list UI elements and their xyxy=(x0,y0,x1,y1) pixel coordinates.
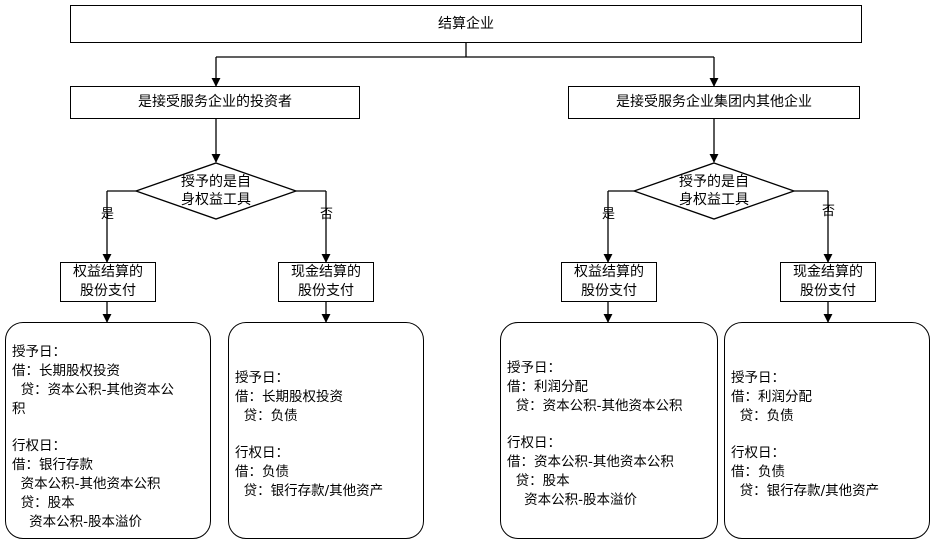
root-node: 结算企业 xyxy=(70,5,862,43)
entry-line: 贷：负债 xyxy=(731,408,794,424)
entry-line: 资本公积-股本溢价 xyxy=(507,492,638,508)
entry-line: 行权日： xyxy=(12,438,66,454)
entry-line: 贷：资本公积-其他资本公 xyxy=(12,382,174,398)
entry-line: 借：长期股权投资 xyxy=(235,389,343,405)
entry-line: 贷：银行存款/其他资产 xyxy=(731,483,880,499)
left-header-label: 是接受服务企业的投资者 xyxy=(138,94,292,110)
entry-line: 借：负债 xyxy=(235,464,289,480)
left-header-node: 是接受服务企业的投资者 xyxy=(70,86,360,119)
right-header-node: 是接受服务企业集团内其他企业 xyxy=(568,86,860,119)
entry-line: 资本公积-股本溢价 xyxy=(12,514,143,530)
entry-line: 授予日： xyxy=(235,370,289,386)
entry-line: 借：资本公积-其他资本公积 xyxy=(507,454,674,470)
right-cash-line-2: 股份支付 xyxy=(800,283,856,299)
entry-line: 借：利润分配 xyxy=(731,389,812,405)
entry-line: 借：负债 xyxy=(731,464,785,480)
left-decision-diamond xyxy=(134,162,298,220)
entry-line: 授予日： xyxy=(731,370,785,386)
entry-line: 贷：负债 xyxy=(235,408,298,424)
entry-line: 行权日： xyxy=(507,435,561,451)
right-decision-text: 授予的是自 身权益工具 xyxy=(654,173,774,209)
right-decision-diamond xyxy=(632,162,796,220)
left-decision-text: 授予的是自 身权益工具 xyxy=(156,173,276,209)
right-equity-line-2: 股份支付 xyxy=(581,283,637,299)
left-cash-settlement-node: 现金结算的 股份支付 xyxy=(278,262,374,302)
right-cash-line-1: 现金结算的 xyxy=(793,264,863,280)
left-decision-line-1: 授予的是自 xyxy=(181,174,251,190)
entry-line: 贷：资本公积-其他资本公积 xyxy=(507,398,683,414)
entry-line: 借：银行存款 xyxy=(12,457,93,473)
right-header-label: 是接受服务企业集团内其他企业 xyxy=(616,94,812,110)
right-decision-line-2: 身权益工具 xyxy=(679,192,749,208)
left-decision-line-2: 身权益工具 xyxy=(181,192,251,208)
entry-line: 行权日： xyxy=(235,445,289,461)
right-cash-settlement-node: 现金结算的 股份支付 xyxy=(780,262,876,302)
entry-line: 积 xyxy=(12,401,26,417)
left-equity-line-1: 权益结算的 xyxy=(73,264,143,280)
left-no-label: 否 xyxy=(320,207,334,222)
right-cash-entries: 授予日： 借：利润分配 贷：负债 行权日： 借：负债 贷：银行存款/其他资产 xyxy=(724,322,930,539)
entry-line: 借：利润分配 xyxy=(507,379,588,395)
left-equity-entries: 授予日： 借：长期股权投资 贷：资本公积-其他资本公 积 行权日： 借：银行存款… xyxy=(5,322,211,539)
entry-line: 行权日： xyxy=(731,445,785,461)
entry-line: 借：长期股权投资 xyxy=(12,363,120,379)
entry-line: 贷：股本 xyxy=(12,495,75,511)
right-equity-entries: 授予日： 借：利润分配 贷：资本公积-其他资本公积 行权日： 借：资本公积-其他… xyxy=(500,322,718,539)
left-equity-settlement-node: 权益结算的 股份支付 xyxy=(60,262,156,302)
right-no-label: 否 xyxy=(822,204,836,219)
entry-line: 授予日： xyxy=(507,360,561,376)
left-equity-line-2: 股份支付 xyxy=(80,283,136,299)
left-cash-entries: 授予日： 借：长期股权投资 贷：负债 行权日： 借：负债 贷：银行存款/其他资产 xyxy=(228,322,424,539)
right-decision-line-1: 授予的是自 xyxy=(679,174,749,190)
left-cash-line-1: 现金结算的 xyxy=(291,264,361,280)
right-yes-label: 是 xyxy=(602,207,616,222)
entry-line: 授予日： xyxy=(12,344,66,360)
root-label: 结算企业 xyxy=(438,15,494,32)
entry-line: 贷：银行存款/其他资产 xyxy=(235,483,384,499)
right-equity-line-1: 权益结算的 xyxy=(574,264,644,280)
left-cash-line-2: 股份支付 xyxy=(298,283,354,299)
entry-line: 贷：股本 xyxy=(507,473,570,489)
left-yes-label: 是 xyxy=(101,207,115,222)
entry-line: 资本公积-其他资本公积 xyxy=(12,476,161,492)
right-equity-settlement-node: 权益结算的 股份支付 xyxy=(561,262,657,302)
